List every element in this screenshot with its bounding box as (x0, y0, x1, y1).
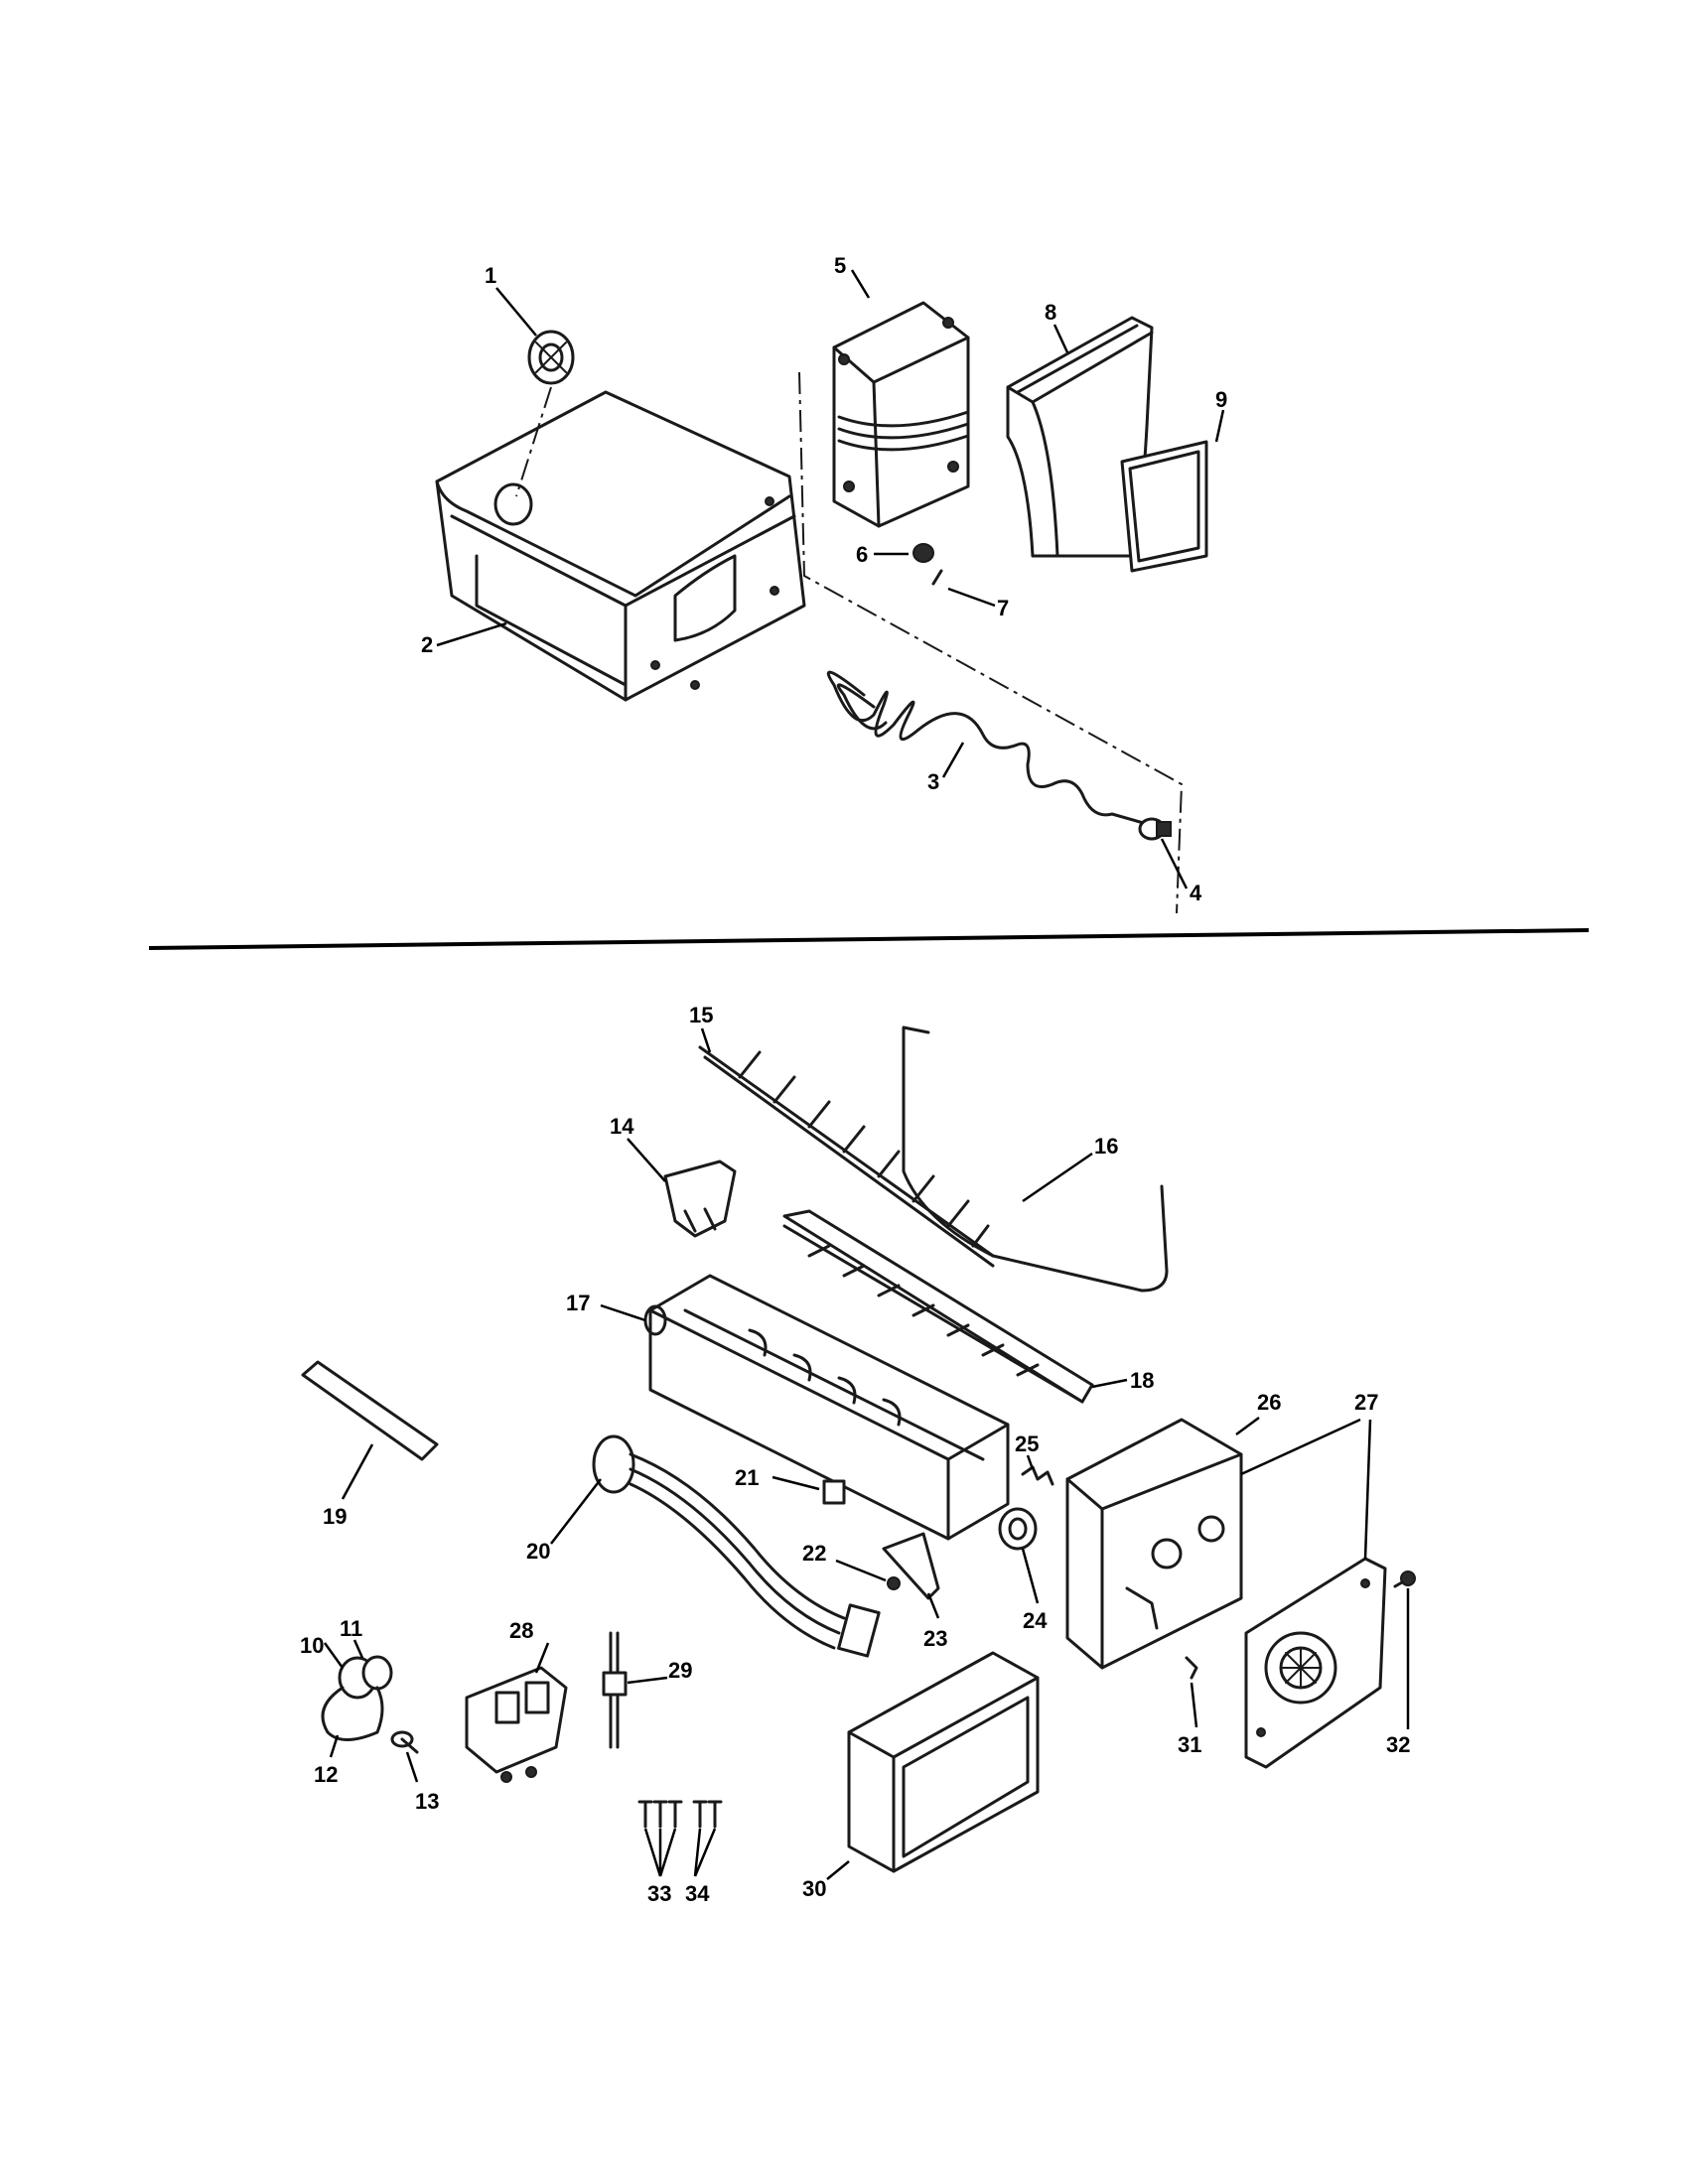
callout-15: 15 (689, 1003, 713, 1027)
callout-21: 21 (735, 1465, 759, 1490)
callout-26: 26 (1257, 1390, 1281, 1415)
part-4-bushing (1138, 817, 1172, 841)
part-26-housing (1065, 1418, 1243, 1670)
callout-14: 14 (610, 1114, 634, 1139)
part-16-shutoff-arm (902, 1025, 1169, 1293)
callout-2: 2 (421, 632, 433, 657)
callout-11: 11 (340, 1616, 362, 1641)
callout-4: 4 (1190, 881, 1202, 905)
callout-9: 9 (1215, 387, 1227, 412)
part-9-chute-door (1120, 440, 1208, 573)
part-7-pin (931, 569, 943, 586)
leader-lines (323, 269, 1410, 1880)
callout-5: 5 (834, 253, 846, 278)
part-29-coupling (602, 1631, 628, 1749)
callout-17: 17 (566, 1291, 590, 1315)
callout-31: 31 (1178, 1732, 1201, 1757)
part-23-bracket (882, 1532, 940, 1600)
part-27-module (1244, 1557, 1387, 1769)
callout-20: 20 (526, 1539, 550, 1564)
part-8-ice-chute (1006, 316, 1154, 558)
callout-7: 7 (997, 596, 1009, 620)
callout-23: 23 (923, 1626, 947, 1651)
callout-6: 6 (856, 542, 868, 567)
section-divider (148, 928, 1590, 950)
part-14-bracket (663, 1160, 737, 1238)
part-31-screw (1185, 1656, 1198, 1680)
part-3-auger (826, 670, 1149, 826)
callout-30: 30 (802, 1876, 826, 1901)
callout-16: 16 (1094, 1134, 1118, 1159)
callout-labels: 1 2 3 4 5 6 7 8 9 10 11 12 13 14 15 16 1… (300, 253, 1410, 1906)
part-6-nut (912, 543, 934, 563)
part-18-stripper (782, 1209, 1094, 1404)
callout-25: 25 (1015, 1432, 1039, 1456)
callout-28: 28 (509, 1618, 533, 1643)
part-5-auger-housing (832, 301, 970, 528)
part-2-ice-bucket (435, 386, 806, 702)
part-24-motor (998, 1507, 1038, 1551)
part-28-solenoid-valve (465, 1666, 568, 1783)
part-22-screw (887, 1576, 901, 1590)
part-10-13-valve-fitting (321, 1655, 419, 1754)
part-15-ejector (698, 1045, 995, 1268)
callout-22: 22 (802, 1541, 826, 1566)
part-21-clip (822, 1479, 846, 1505)
part-20-harness (592, 1434, 881, 1658)
callout-19: 19 (323, 1504, 347, 1529)
part-25-spring (1021, 1465, 1054, 1486)
callout-10: 10 (300, 1633, 324, 1658)
callout-18: 18 (1130, 1368, 1154, 1393)
part-1-coupler (527, 330, 575, 385)
part-32-screw (1393, 1570, 1416, 1588)
callout-24: 24 (1023, 1608, 1048, 1633)
part-19-tube (301, 1360, 439, 1461)
part-17-mold (643, 1274, 1010, 1541)
callout-8: 8 (1045, 300, 1056, 325)
part-30-cover (847, 1651, 1040, 1873)
callout-27: 27 (1354, 1390, 1378, 1415)
callout-34: 34 (685, 1881, 710, 1906)
callout-29: 29 (668, 1658, 692, 1683)
callout-3: 3 (927, 769, 939, 794)
callout-33: 33 (647, 1881, 671, 1906)
callout-13: 13 (415, 1789, 439, 1814)
callout-1: 1 (485, 263, 496, 288)
callout-12: 12 (314, 1762, 338, 1787)
callout-32: 32 (1386, 1732, 1410, 1757)
part-33-34-screws (637, 1800, 723, 1829)
